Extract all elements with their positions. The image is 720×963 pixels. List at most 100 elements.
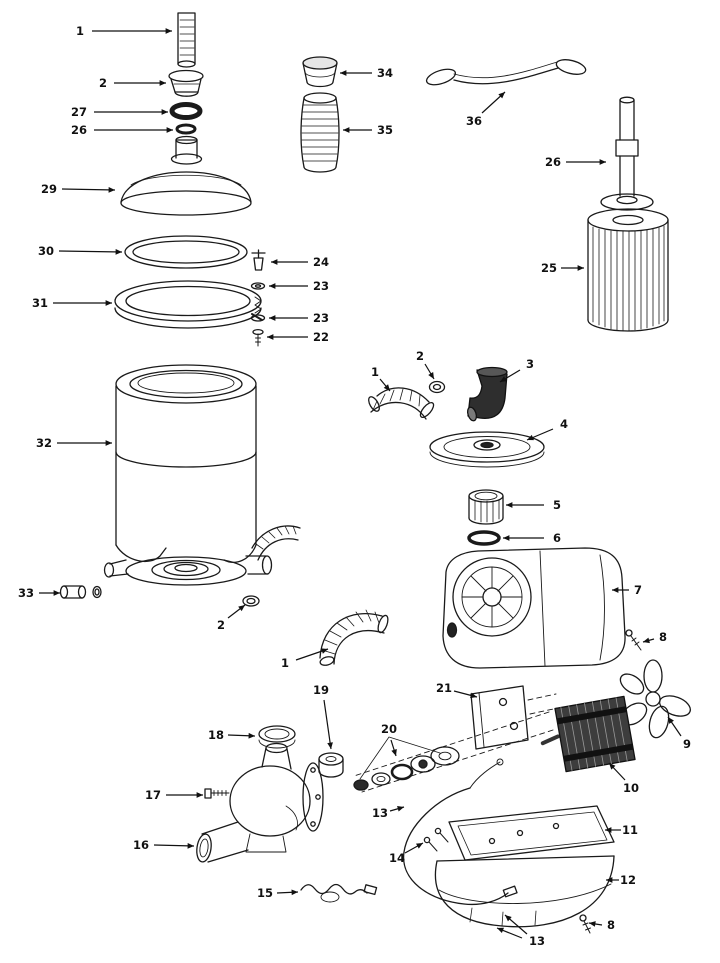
part-number-label: 4 xyxy=(560,417,568,431)
pump-basket-part xyxy=(468,489,504,525)
callout-arrowhead xyxy=(503,535,510,541)
callout-arrowhead xyxy=(159,80,166,86)
part-number-label: 1 xyxy=(281,656,289,670)
part-number-label: 26 xyxy=(545,155,561,169)
drain-plug-part xyxy=(59,585,102,599)
part-number-label: 33 xyxy=(18,586,34,600)
callout-arrowhead xyxy=(248,732,255,739)
part-number-label: 21 xyxy=(436,681,452,695)
part-number-label: 13 xyxy=(372,806,388,820)
part-number-label: 9 xyxy=(683,737,691,751)
corrugated-hose-part xyxy=(319,609,389,666)
callout-arrowhead xyxy=(527,434,534,441)
callout-arrowhead xyxy=(321,648,328,654)
callout-arrowhead xyxy=(668,717,674,724)
part-number-label: 24 xyxy=(313,255,329,269)
hose-fitting-part xyxy=(242,595,260,607)
part-number-label: 34 xyxy=(377,66,393,80)
callout-arrowhead xyxy=(267,334,274,340)
callout-arrow xyxy=(61,188,116,191)
pump-hose-part xyxy=(368,387,435,420)
part-number-label: 22 xyxy=(313,330,329,344)
part-number-label: 19 xyxy=(313,683,329,697)
diagram-line-art xyxy=(59,12,691,934)
ring-part-27 xyxy=(169,102,203,120)
callout-arrowhead xyxy=(416,843,423,849)
part-number-label: 5 xyxy=(553,498,561,512)
fan-part xyxy=(619,659,691,739)
callout-arrow xyxy=(323,699,332,750)
lid-oring-part xyxy=(467,530,501,546)
callout-arrowhead xyxy=(166,127,173,133)
part-number-label: 30 xyxy=(38,244,54,258)
pump-housing-part xyxy=(442,547,626,669)
part-number-label: 23 xyxy=(313,311,329,325)
base-pan-part xyxy=(434,855,615,928)
callout-arrowhead xyxy=(115,249,122,255)
callout-arrowhead xyxy=(589,921,596,927)
trap-ring-part xyxy=(258,725,296,749)
callout-arrowhead xyxy=(105,300,112,306)
part-number-label: 2 xyxy=(416,349,424,363)
power-cord-part xyxy=(300,883,378,903)
callout-arrowhead xyxy=(343,127,350,133)
callout-arrowhead xyxy=(340,70,347,76)
callout-arrowhead xyxy=(269,315,276,321)
part-number-label: 29 xyxy=(41,182,57,196)
part-number-label: 26 xyxy=(71,123,87,137)
callout-arrowhead xyxy=(161,109,168,115)
callout-arrowhead xyxy=(609,763,616,770)
bolt-part xyxy=(204,788,230,799)
callout-arrowhead xyxy=(269,283,276,289)
part-number-label: 20 xyxy=(381,722,397,736)
standpipe-right-part xyxy=(600,96,654,211)
hose-nut-part xyxy=(428,380,446,394)
motor-base-plate-part xyxy=(448,805,615,861)
elbow-fitting-part xyxy=(466,366,508,422)
callout-arrowhead xyxy=(397,806,404,812)
callout-arrowhead xyxy=(327,742,333,749)
part-number-label: 15 xyxy=(257,886,273,900)
strainer-cap-part xyxy=(302,56,338,88)
part-number-label: 25 xyxy=(541,261,557,275)
callout-arrowhead xyxy=(470,692,477,699)
seal-plate-part xyxy=(429,431,545,468)
part-number-label: 11 xyxy=(622,823,638,837)
air-relief-valve-parts xyxy=(250,249,266,347)
callout-arrowhead xyxy=(428,372,434,379)
callout-arrowhead xyxy=(238,605,245,612)
callout-arrowhead xyxy=(612,587,619,593)
pump-volute-part xyxy=(196,742,324,863)
filter-tank-body-part xyxy=(103,364,301,586)
part-number-label: 8 xyxy=(659,630,667,644)
callout-arrowhead xyxy=(500,376,507,382)
part-number-label: 6 xyxy=(553,531,561,545)
callout-arrowhead xyxy=(505,915,512,922)
part-number-label: 35 xyxy=(377,123,393,137)
clamp-ring-part xyxy=(114,280,263,329)
callout-arrowhead xyxy=(108,187,115,193)
part-number-label: 7 xyxy=(634,583,642,597)
hose-tie-part xyxy=(425,59,587,86)
callout-arrowhead xyxy=(498,92,505,99)
part-number-label: 31 xyxy=(32,296,48,310)
motor-part xyxy=(540,695,636,773)
part-number-label: 10 xyxy=(623,781,639,795)
callout-arrowhead xyxy=(105,440,112,446)
part-number-label: 13 xyxy=(529,934,545,948)
screw-part-8b xyxy=(579,914,591,934)
callout-arrowhead xyxy=(606,877,613,883)
part-number-label: 18 xyxy=(208,728,224,742)
hose-section-part xyxy=(300,92,340,173)
part-number-label: 23 xyxy=(313,279,329,293)
callout-arrowhead xyxy=(187,842,194,849)
callout-arrowhead xyxy=(383,384,390,391)
part-number-label: 8 xyxy=(607,918,615,932)
callout-arrowhead xyxy=(643,637,650,644)
callout-arrowhead xyxy=(291,889,298,896)
screw-part-8a xyxy=(625,629,642,651)
part-number-label: 36 xyxy=(466,114,482,128)
callout-arrowhead xyxy=(391,749,397,756)
part-number-label: 16 xyxy=(133,838,149,852)
callout-arrowhead xyxy=(506,502,513,508)
